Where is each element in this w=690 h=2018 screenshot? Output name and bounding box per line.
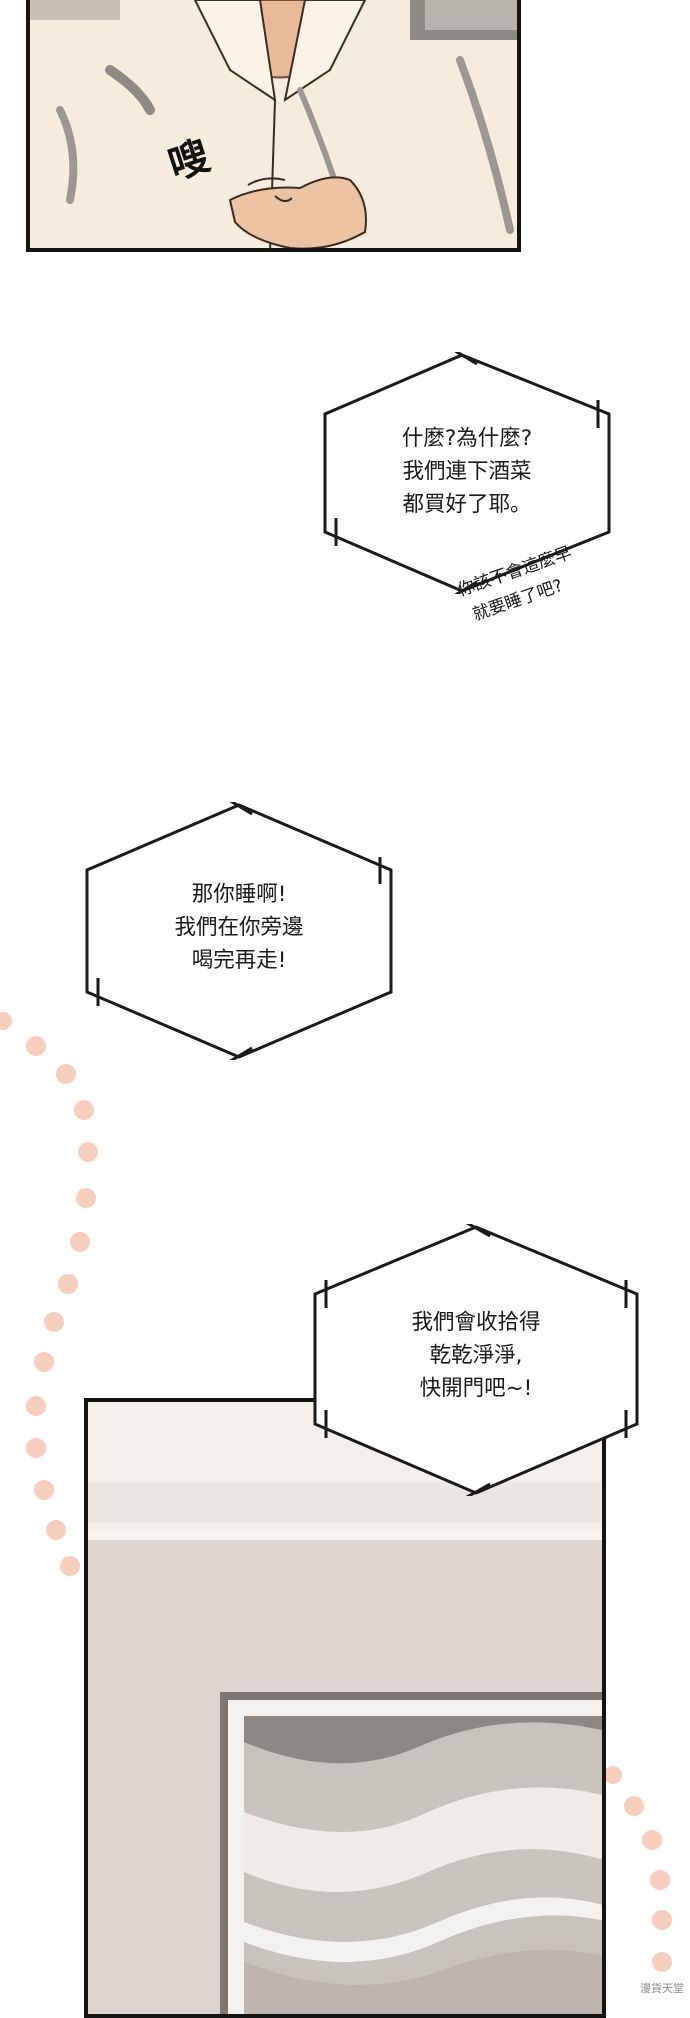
bubble-2-line-2: 我們在你旁邊: [174, 915, 304, 940]
top-comic-panel: 嗖: [26, 0, 521, 252]
bubble-3-line-2: 乾乾淨淨,: [429, 1343, 523, 1368]
bubble-3-line-3: 快開門吧~!: [419, 1376, 533, 1401]
bubble-1-line-3: 都買好了耶。: [402, 492, 532, 517]
bubble-2-line-1: 那你睡啊!: [191, 882, 287, 907]
speech-bubble-3: 我們會收拾得 乾乾淨淨, 快開門吧~!: [312, 1217, 640, 1503]
bubble-3-text: 我們會收拾得 乾乾淨淨, 快開門吧~!: [312, 1306, 640, 1405]
speech-bubble-2: 那你睡啊! 我們在你旁邊 喝完再走!: [84, 795, 394, 1067]
watermark: 漫貨天堂: [640, 1982, 684, 1995]
bottom-comic-panel: [84, 1398, 606, 2018]
speech-bubble-1: 什麼?為什麼? 我們連下酒菜 都買好了耶。: [322, 344, 612, 602]
hexagon-bubble-shape: [323, 344, 611, 602]
bubble-1-line-1: 什麼?為什麼?: [401, 426, 533, 451]
bubble-1-text: 什麼?為什麼? 我們連下酒菜 都買好了耶。: [322, 422, 612, 521]
room-wall-illustration: [88, 1402, 602, 2014]
bubble-1-line-2: 我們連下酒菜: [402, 459, 532, 484]
man-shirt-illustration: [30, 0, 517, 248]
bubble-2-line-3: 喝完再走!: [191, 948, 287, 973]
bubble-3-line-1: 我們會收拾得: [411, 1310, 541, 1335]
bubble-2-text: 那你睡啊! 我們在你旁邊 喝完再走!: [84, 878, 394, 977]
